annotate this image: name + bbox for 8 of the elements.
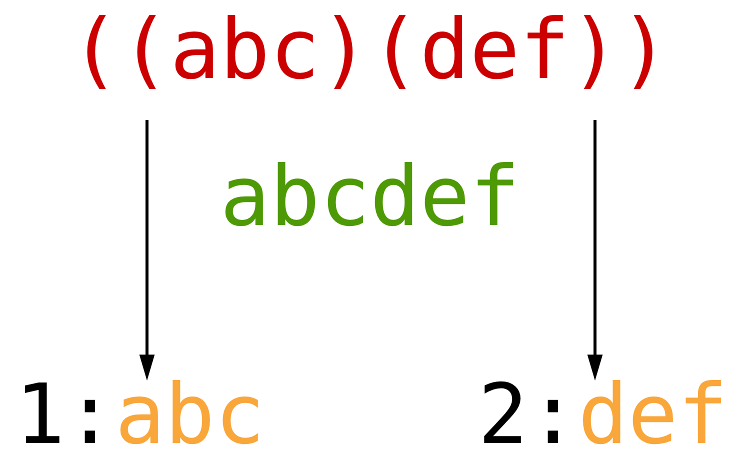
captured-text: def (578, 366, 728, 460)
pattern-text: ((abc)(def)) (70, 0, 670, 120)
matched-text: abcdef (220, 152, 520, 242)
group-number: 1: (15, 366, 115, 460)
captured-text: abc (114, 366, 265, 460)
arrow (587, 120, 603, 381)
arrow (139, 120, 155, 381)
group-number: 2: (478, 366, 578, 460)
